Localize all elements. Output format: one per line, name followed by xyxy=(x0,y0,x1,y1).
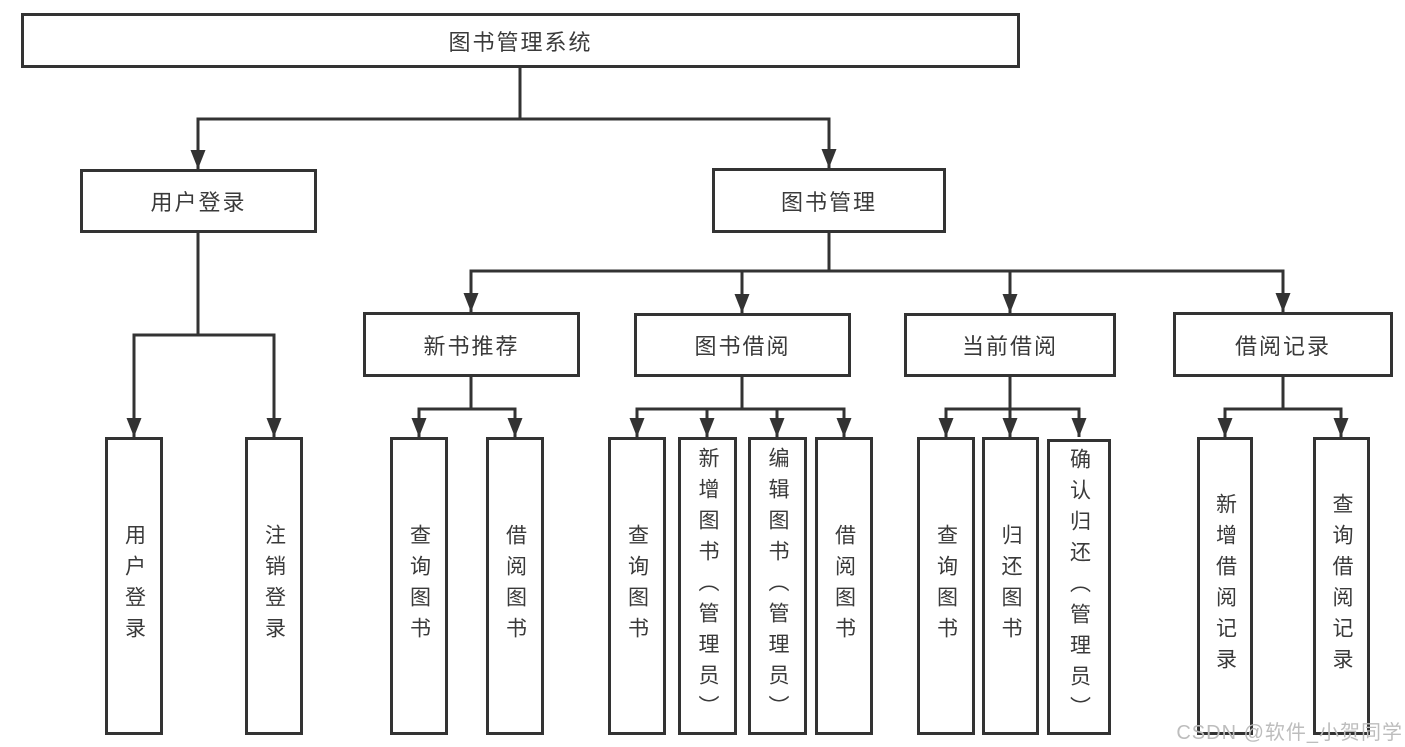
leaf-query-borrow-record: 查询借阅记录 xyxy=(1313,437,1370,735)
node-library-management-system: 图书管理系统 xyxy=(21,13,1020,68)
leaf-borrow-books: 借阅图书 xyxy=(815,437,873,735)
arrow-down-icons xyxy=(126,149,1349,437)
node-new-book-recommendation: 新书推荐 xyxy=(363,312,580,377)
leaf-query-books-recommend: 查询图书 xyxy=(390,437,448,735)
node-borrowing-records: 借阅记录 xyxy=(1173,312,1393,377)
leaf-borrow-books-recommend: 借阅图书 xyxy=(486,437,544,735)
node-user-login-branch: 用户登录 xyxy=(80,169,317,233)
leaf-query-books-borrowing: 查询图书 xyxy=(608,437,666,735)
leaf-query-books-current: 查询图书 xyxy=(917,437,975,735)
node-book-borrowing: 图书借阅 xyxy=(634,313,851,377)
leaf-confirm-return-admin: 确认归还（管理员） xyxy=(1047,439,1111,735)
leaf-user-login: 用户登录 xyxy=(105,437,163,735)
leaf-add-borrow-record: 新增借阅记录 xyxy=(1197,437,1253,735)
leaf-logout: 注销登录 xyxy=(245,437,303,735)
leaf-edit-books-admin: 编辑图书（管理员） xyxy=(748,437,807,735)
leaf-add-books-admin: 新增图书（管理员） xyxy=(678,437,737,735)
node-current-borrowing: 当前借阅 xyxy=(904,313,1116,377)
csdn-watermark: CSDN @软件_小贺同学 xyxy=(1176,722,1403,744)
leaf-return-books: 归还图书 xyxy=(982,437,1039,735)
node-book-management: 图书管理 xyxy=(712,168,946,233)
